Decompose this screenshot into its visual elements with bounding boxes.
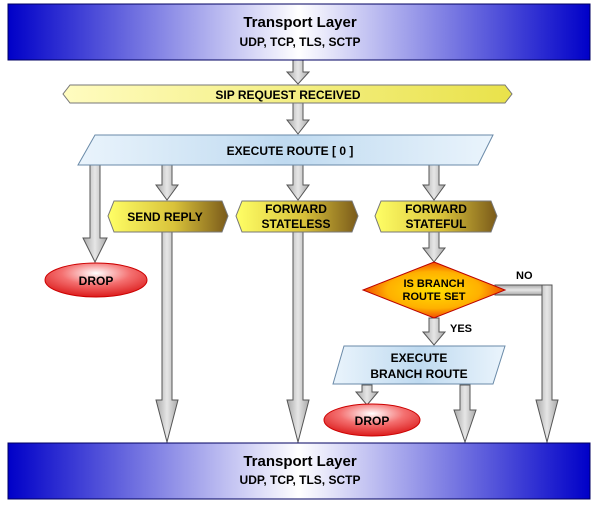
drop-branch: DROP xyxy=(323,403,421,437)
sip-request-box: SIP REQUEST RECEIVED xyxy=(62,84,513,104)
forward-stateful-line2: STATEFUL xyxy=(406,217,467,231)
forward-stateful-line1: FORWARD xyxy=(405,202,467,216)
forward-stateless-line2: STATELESS xyxy=(262,217,331,231)
execute-branch-line1: EXECUTE xyxy=(391,351,448,365)
drop-left: DROP xyxy=(44,262,148,298)
branch-decision-line2: ROUTE SET xyxy=(403,291,466,303)
execute-route-label: EXECUTE ROUTE [ 0 ] xyxy=(227,144,354,158)
arrow-branch-to-transport xyxy=(453,384,477,444)
arrow-forward-stateless-to-transport xyxy=(286,231,310,444)
no-label: NO xyxy=(516,270,533,282)
arrow-request-to-route xyxy=(285,102,311,135)
transport-top-protocols: UDP, TCP, TLS, SCTP xyxy=(240,35,361,49)
forward-stateful-box: FORWARD STATEFUL xyxy=(374,200,498,233)
arrow-route-to-forward-stateless xyxy=(286,164,310,201)
arrow-send-reply-to-transport xyxy=(155,231,179,444)
arrow-route-to-drop xyxy=(82,164,108,264)
transport-layer-top: Transport Layer UDP, TCP, TLS, SCTP xyxy=(7,3,591,61)
transport-top-title: Transport Layer xyxy=(243,14,357,31)
arrow-decision-yes-branch xyxy=(421,317,447,346)
arrows xyxy=(82,59,559,444)
arrow-route-to-forward-stateful xyxy=(422,164,446,201)
arrow-branch-to-drop xyxy=(354,384,380,406)
drop-left-label: DROP xyxy=(79,274,114,288)
forward-stateless-box: FORWARD STATELESS xyxy=(235,200,359,233)
transport-bottom-protocols: UDP, TCP, TLS, SCTP xyxy=(240,473,361,487)
arrow-no-to-transport xyxy=(535,284,559,444)
yes-label: YES xyxy=(450,323,472,335)
execute-route-box: EXECUTE ROUTE [ 0 ] xyxy=(77,134,494,166)
transport-bottom-title: Transport Layer xyxy=(243,453,357,470)
arrow-forward-stateful-to-decision xyxy=(421,231,447,263)
execute-branch-line2: BRANCH ROUTE xyxy=(370,367,467,381)
execute-branch-box: EXECUTE BRANCH ROUTE xyxy=(332,345,506,385)
send-reply-label: SEND REPLY xyxy=(127,210,203,224)
branch-decision-line1: IS BRANCH xyxy=(403,278,464,290)
sip-request-label: SIP REQUEST RECEIVED xyxy=(215,88,360,102)
send-reply-box: SEND REPLY xyxy=(107,200,229,233)
forward-stateless-line1: FORWARD xyxy=(265,202,327,216)
arrow-transport-to-request xyxy=(285,59,311,85)
branch-decision: IS BRANCH ROUTE SET xyxy=(361,261,507,319)
arrow-route-to-send-reply xyxy=(155,164,179,201)
drop-branch-label: DROP xyxy=(355,414,390,428)
transport-layer-bottom: Transport Layer UDP, TCP, TLS, SCTP xyxy=(7,442,591,500)
